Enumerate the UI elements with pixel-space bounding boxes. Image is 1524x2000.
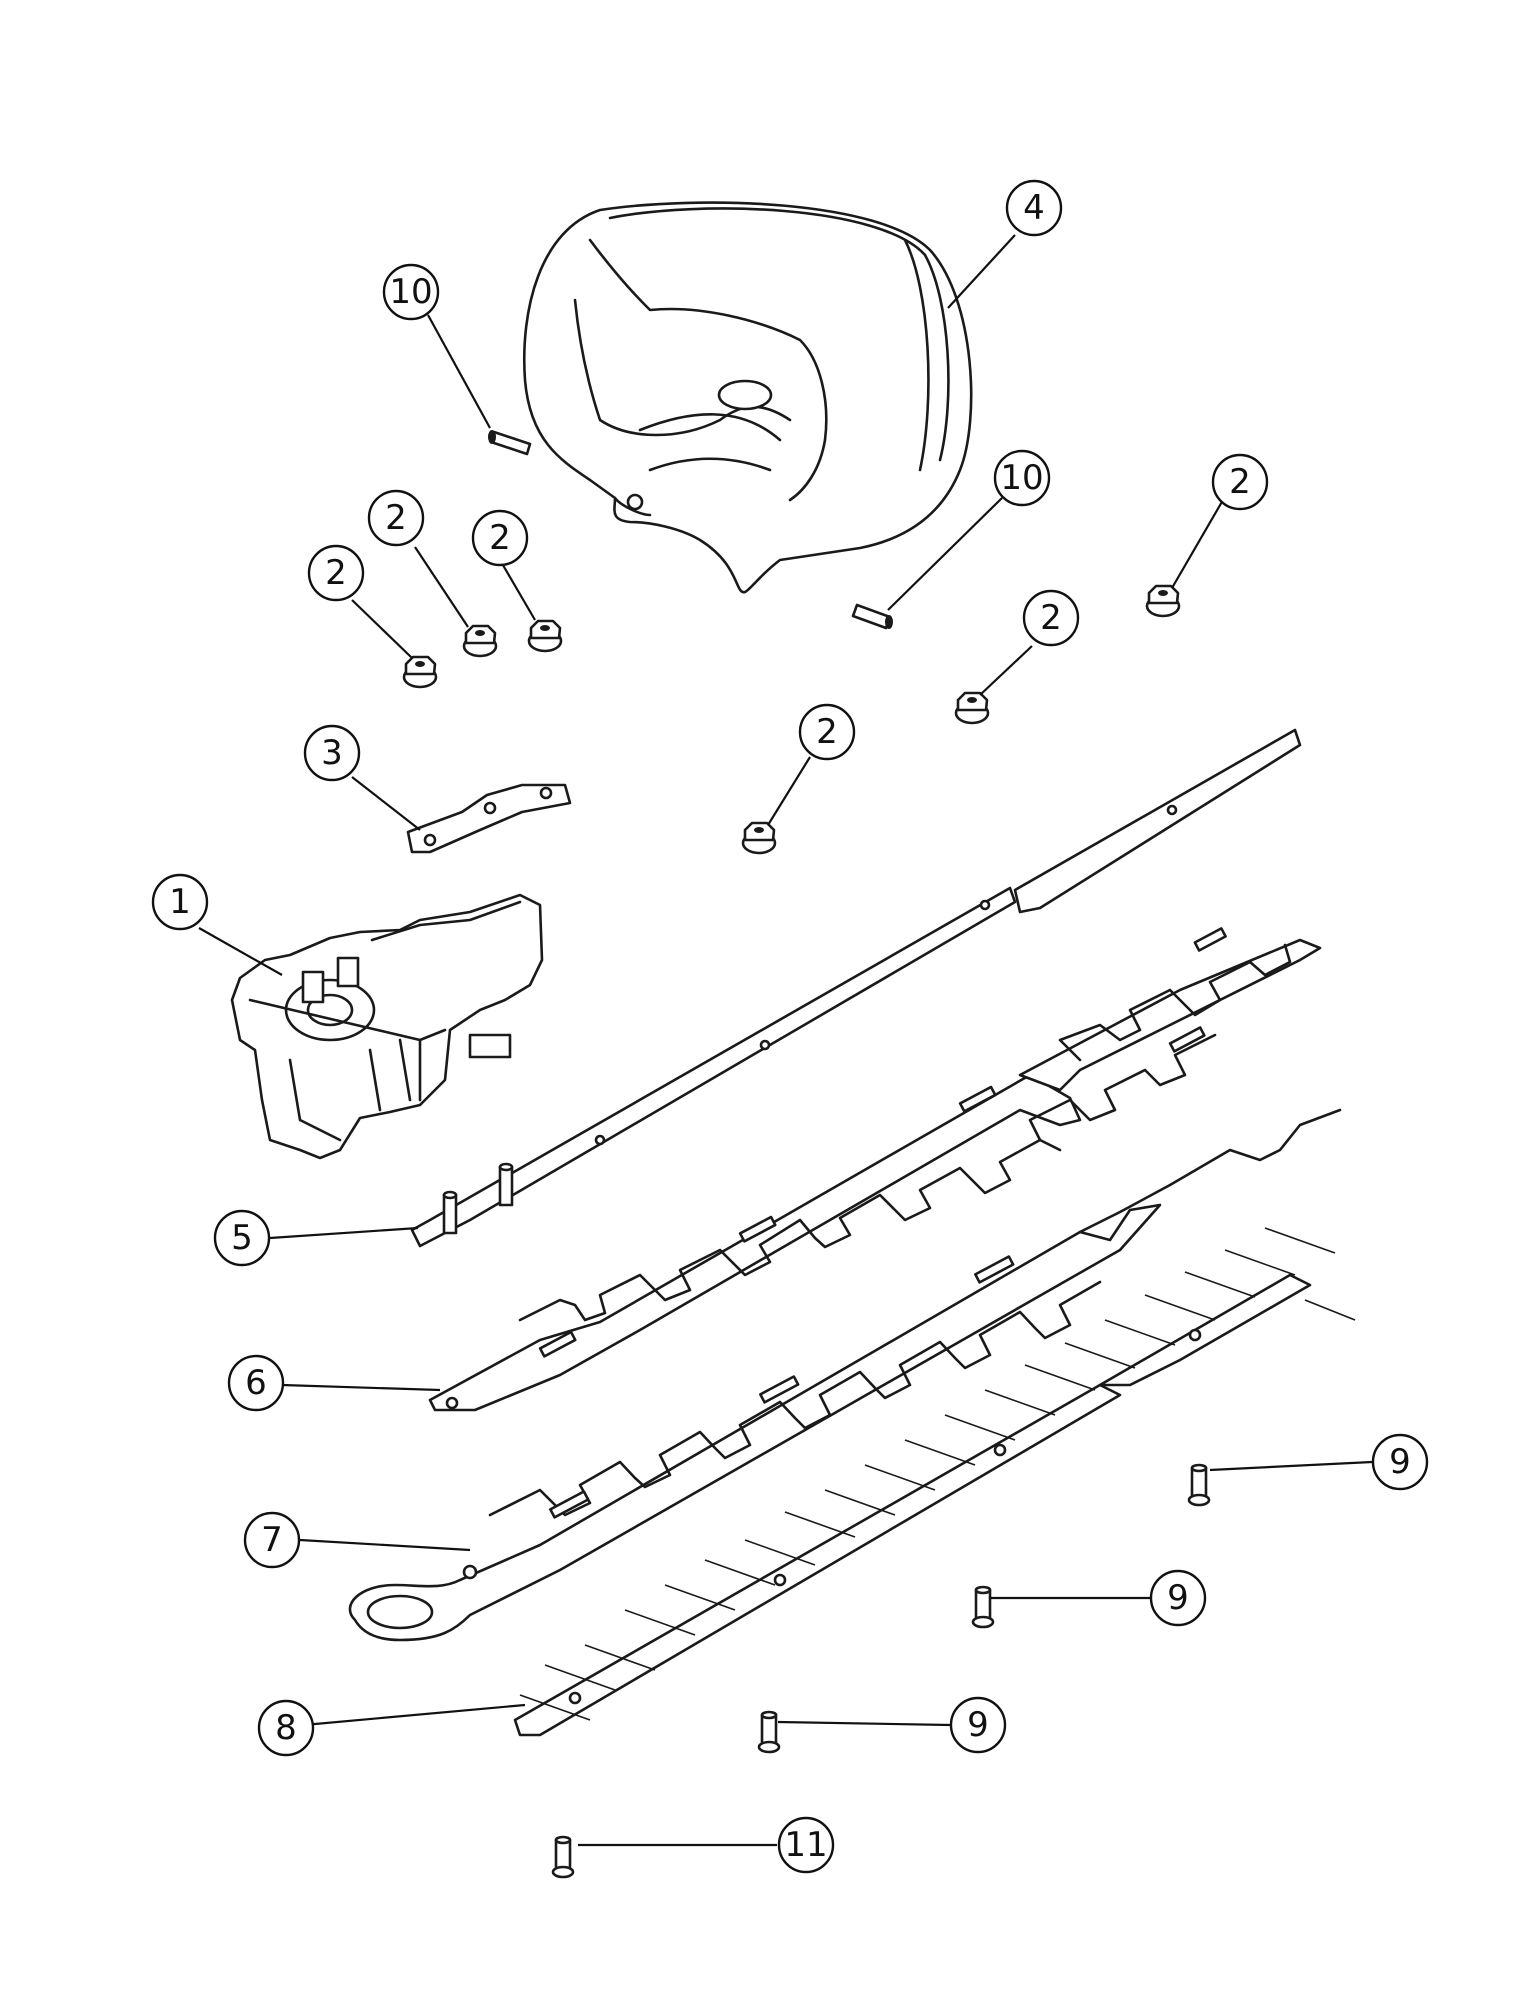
callout-2d: 2	[1211, 453, 1269, 511]
svg-text:10: 10	[389, 272, 432, 312]
svg-text:11: 11	[784, 1825, 827, 1865]
leader-4	[947, 234, 1016, 309]
svg-text:2: 2	[325, 553, 347, 593]
nut-part-c	[527, 619, 563, 653]
svg-text:4: 4	[1023, 188, 1045, 228]
callout-4: 4	[1005, 179, 1063, 237]
nut-part-d	[1145, 584, 1181, 618]
callout-8: 8	[257, 1699, 315, 1757]
svg-text:9: 9	[1389, 1442, 1411, 1482]
leader-1	[198, 927, 283, 976]
leader-2a	[351, 599, 413, 659]
callout-2b: 2	[367, 489, 425, 547]
leader-7	[299, 1538, 471, 1552]
callout-9c: 9	[949, 1696, 1007, 1754]
leader-2f	[767, 756, 811, 826]
leader-6	[281, 1383, 441, 1392]
gearbox-part	[230, 893, 544, 1160]
svg-text:2: 2	[1229, 462, 1251, 502]
nut-part-f	[741, 821, 777, 855]
lower-comb-blade-part	[513, 1227, 1356, 1737]
svg-text:2: 2	[1040, 598, 1062, 638]
callout-2a: 2	[307, 544, 365, 602]
leader-5	[269, 1226, 419, 1240]
callout-1: 1	[151, 873, 209, 931]
svg-text:6: 6	[245, 1363, 267, 1403]
callout-3: 3	[303, 724, 361, 782]
callout-2f: 2	[798, 703, 856, 761]
svg-text:1: 1	[169, 882, 191, 922]
callout-10b: 10	[993, 449, 1051, 507]
svg-text:2: 2	[385, 498, 407, 538]
leader-lines	[198, 234, 1373, 1847]
svg-text:8: 8	[275, 1708, 297, 1748]
rivet-part-b	[971, 1585, 995, 1629]
leader-10a	[427, 314, 491, 429]
callout-11: 11	[777, 1816, 835, 1874]
svg-text:2: 2	[816, 712, 838, 752]
leader-9a	[1209, 1460, 1373, 1472]
svg-text:9: 9	[1167, 1578, 1189, 1618]
rivet-part-a	[1187, 1463, 1211, 1507]
leader-9c	[777, 1720, 951, 1727]
svg-text:10: 10	[1000, 458, 1043, 498]
upper-right-blade-segment	[1018, 927, 1322, 1142]
callout-labels: 4 10 10 2 2 2 2 2 2 3 1 5 6 9 7 9 8 9 11…	[151, 179, 1429, 1874]
svg-text:9: 9	[967, 1705, 989, 1745]
rivet-part-11	[551, 1835, 575, 1879]
callout-5: 5	[213, 1209, 271, 1267]
svg-text:7: 7	[261, 1520, 283, 1560]
leader-2e	[979, 645, 1033, 696]
callout-2e: 2	[1022, 589, 1080, 647]
rivet-part-c	[757, 1710, 781, 1754]
callout-7: 7	[243, 1511, 301, 1569]
leader-2d	[1171, 499, 1224, 589]
pin-part-upper	[488, 430, 532, 456]
svg-text:2: 2	[489, 518, 511, 558]
nut-part-b	[462, 624, 498, 658]
callout-10a: 10	[382, 263, 440, 321]
svg-text:5: 5	[231, 1218, 253, 1258]
callout-6: 6	[227, 1354, 285, 1412]
middle-blade-part	[348, 1108, 1342, 1642]
upper-blade-part	[428, 1073, 1082, 1412]
leader-8	[303, 1703, 526, 1727]
leader-10b	[887, 497, 1003, 611]
bracket-part	[406, 783, 572, 854]
svg-text:3: 3	[321, 733, 343, 773]
leader-2c	[499, 559, 536, 621]
connecting-bar-part	[410, 728, 1302, 1248]
nut-part-a	[402, 655, 438, 689]
leader-2b	[414, 546, 469, 628]
pin-part-lower	[851, 603, 893, 630]
hand-guard-part	[523, 201, 973, 594]
nut-part-e	[954, 691, 990, 725]
callout-9b: 9	[1149, 1569, 1207, 1627]
callout-2c: 2	[471, 509, 529, 567]
leader-3	[351, 776, 421, 831]
callout-9a: 9	[1371, 1433, 1429, 1491]
